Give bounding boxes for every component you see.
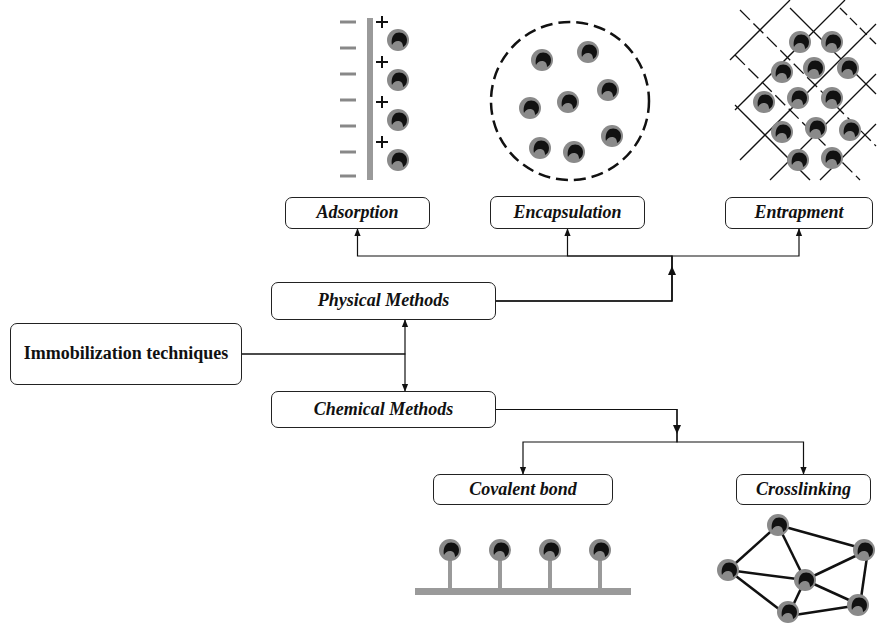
method-box: Covalent bond [433, 474, 613, 505]
connector-arrow [496, 410, 804, 475]
connector-arrow [242, 320, 405, 354]
crosslinking-illustration [717, 514, 875, 623]
box-label: Covalent bond [469, 479, 577, 501]
connector-arrow [496, 229, 799, 301]
method-box: Encapsulation [490, 196, 645, 229]
category-box: Chemical Methods [271, 391, 496, 428]
category-box: Physical Methods [271, 282, 496, 320]
method-box: Crosslinking [736, 474, 871, 505]
method-box: Adsorption [285, 197, 430, 229]
connector-arrow [496, 410, 677, 475]
box-label: Crosslinking [756, 479, 851, 501]
encapsulation-illustration [491, 22, 649, 180]
bus-arrowheads [668, 266, 681, 434]
connector-arrow [242, 354, 405, 391]
box-label: Immobilization techniques [12, 343, 241, 365]
adsorption-illustration [340, 16, 409, 180]
box-label: Physical Methods [318, 290, 450, 312]
method-box: Entrapment [725, 197, 873, 229]
covalent-illustration [415, 539, 631, 595]
entrapment-illustration [730, 0, 876, 180]
root-box: Immobilization techniques [10, 323, 242, 385]
box-label: Encapsulation [513, 202, 621, 224]
box-label: Chemical Methods [314, 399, 454, 421]
box-label: Entrapment [754, 202, 843, 224]
box-label: Adsorption [316, 202, 398, 224]
connector-arrow [496, 229, 672, 301]
